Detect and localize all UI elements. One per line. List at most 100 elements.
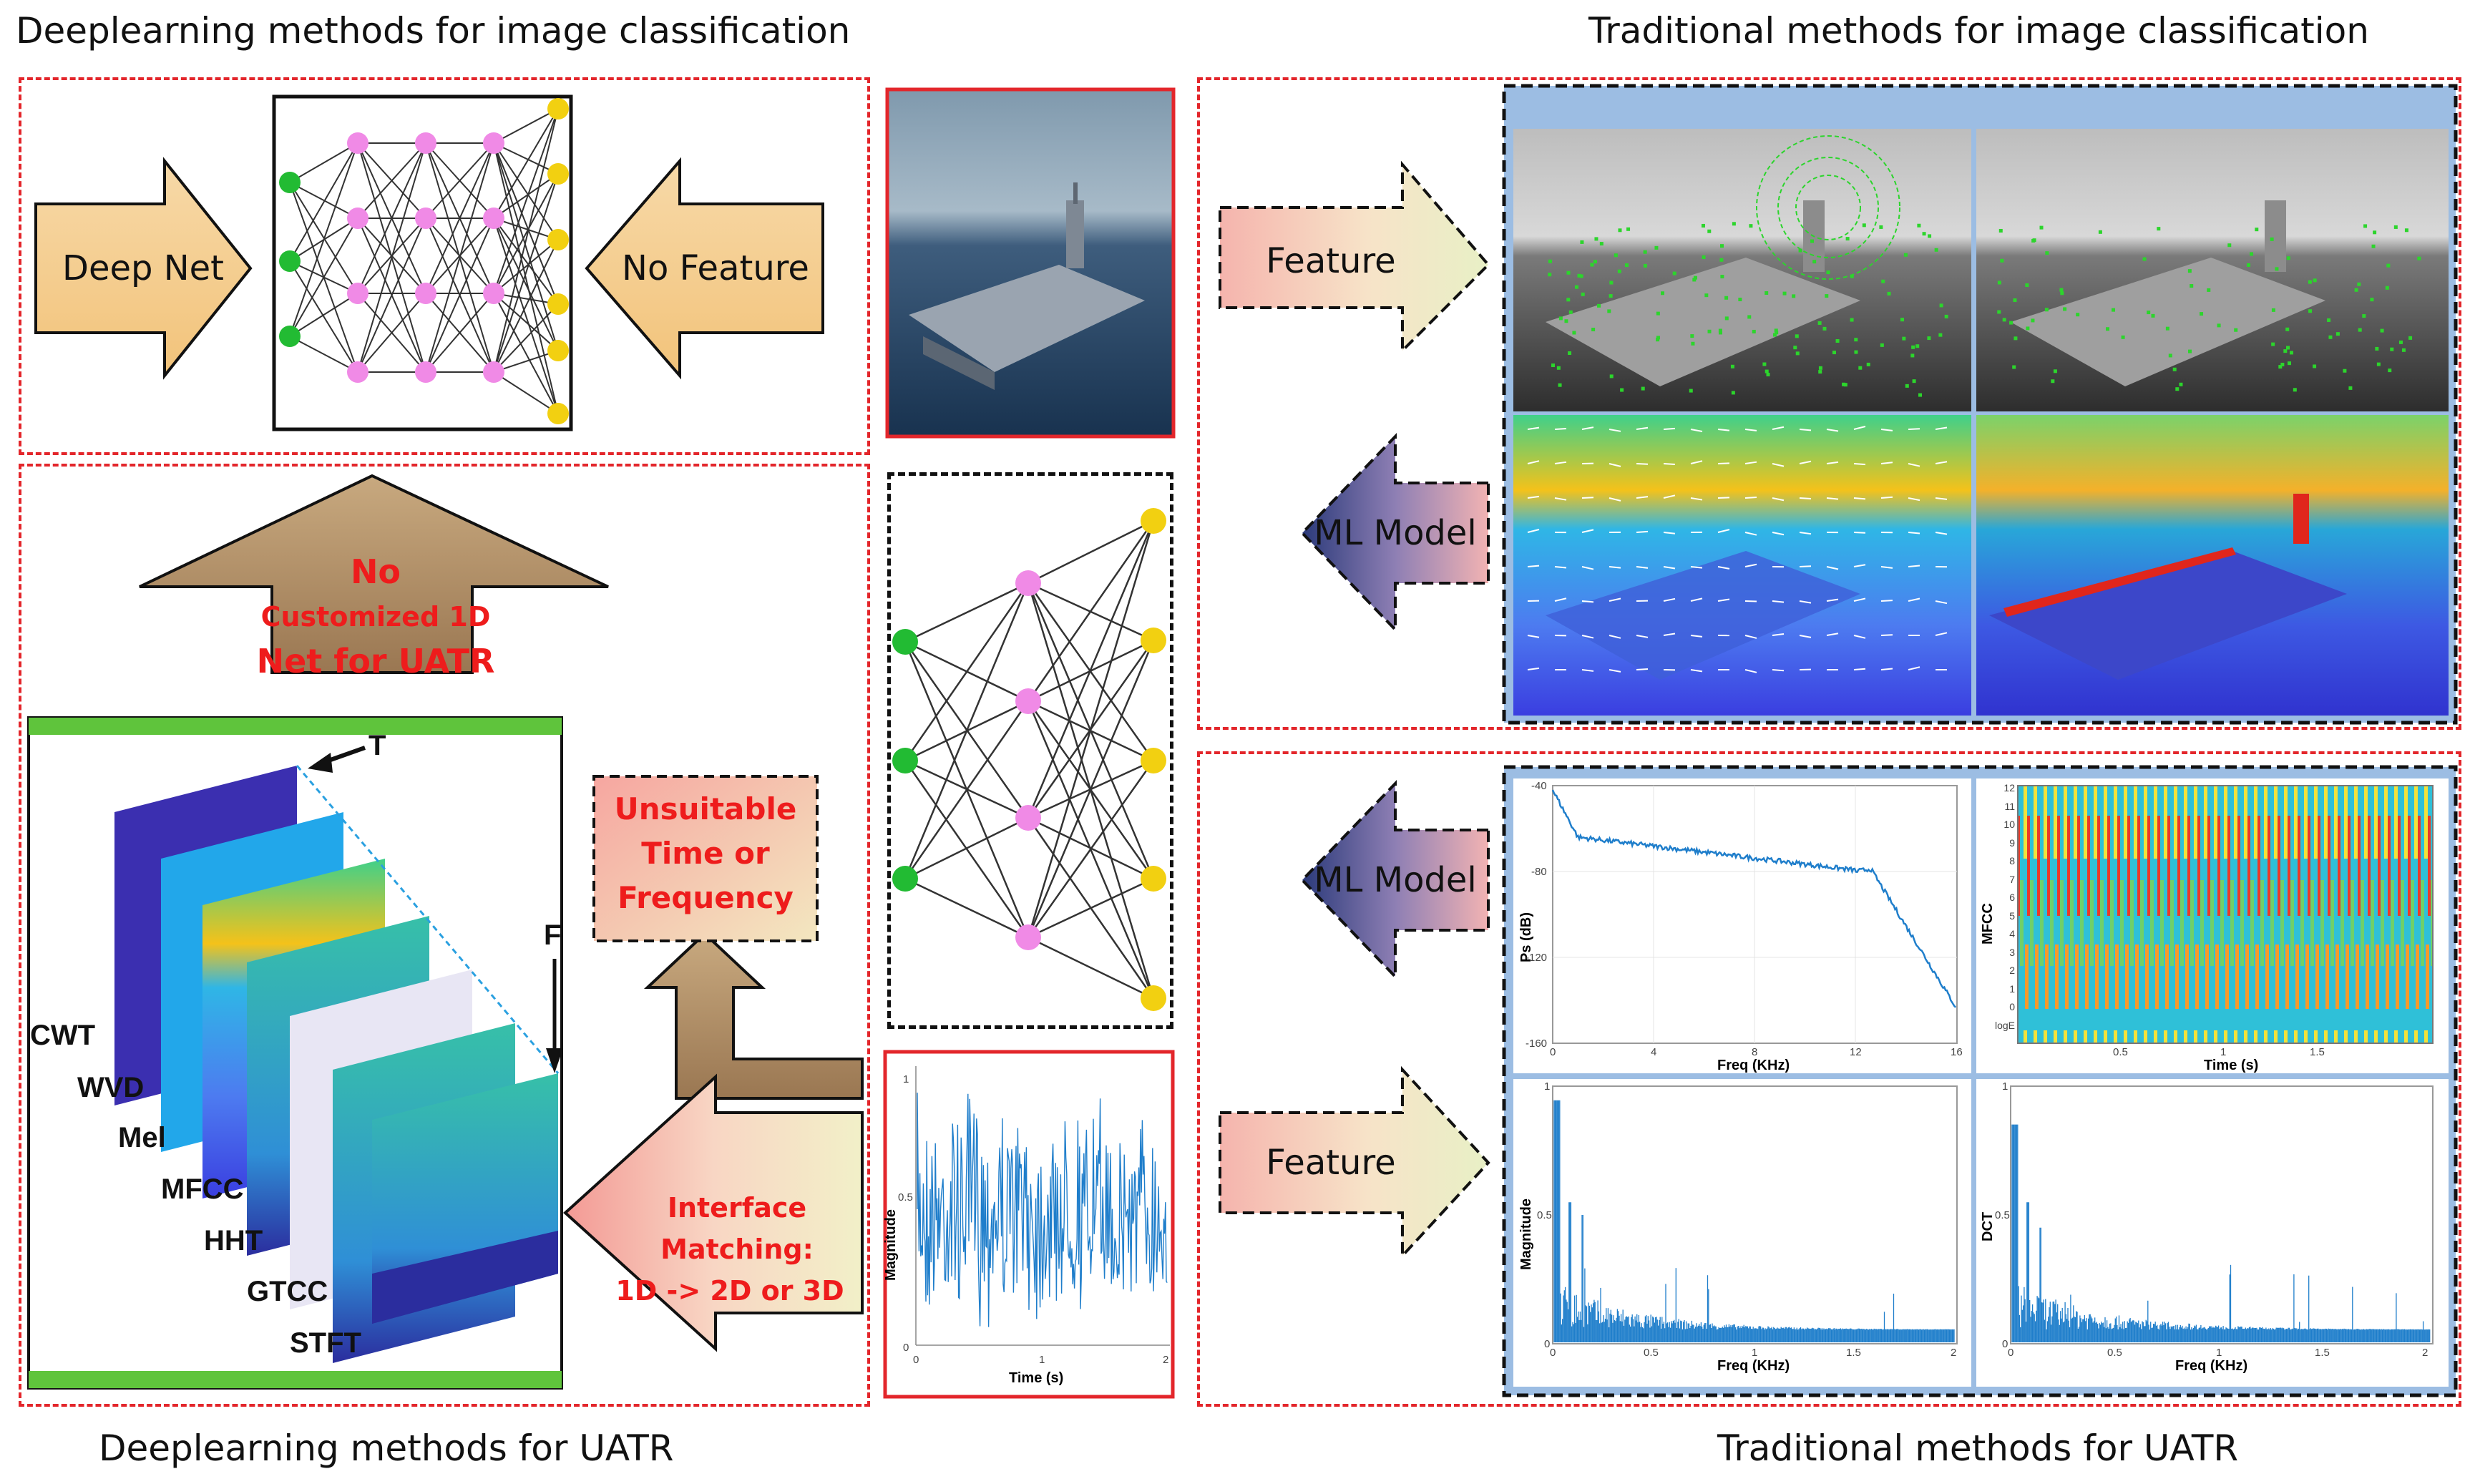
- hog-mark: [1663, 532, 1676, 534]
- hog-mark: [1690, 460, 1703, 464]
- keypoint-mark: [2313, 278, 2317, 283]
- net-node: [415, 361, 436, 383]
- keypoint-mark: [1718, 328, 1722, 333]
- keypoint-mark: [2009, 321, 2014, 325]
- hog-mark: [1935, 600, 1948, 605]
- stack-label-gtcc: GTCC: [247, 1276, 328, 1307]
- keypoint-mark: [1704, 293, 1709, 298]
- hog-mark: [1527, 565, 1540, 567]
- mfcc-ytick: 9: [2009, 836, 2015, 849]
- hog-mark: [1799, 635, 1812, 638]
- keypoint-mark: [1731, 391, 1735, 395]
- keypoint-mark: [1818, 370, 1822, 374]
- keypoint-mark: [2278, 365, 2283, 369]
- interface-line1: Interface: [667, 1191, 807, 1224]
- keypoint-mark: [1574, 285, 1578, 289]
- keypoint-mark: [2283, 349, 2288, 353]
- ps-xtick-3: 8: [1752, 1046, 1758, 1058]
- net-edge: [425, 293, 494, 373]
- keypoint-mark: [2187, 269, 2192, 273]
- mid-net-edges: [904, 519, 1155, 1000]
- net-node: [1141, 748, 1166, 773]
- net-edge: [357, 142, 426, 294]
- keypoint-mark: [1747, 315, 1752, 319]
- hog-mark: [1908, 532, 1920, 534]
- net-edge: [904, 582, 1030, 761]
- keypoint-mark: [2053, 369, 2057, 374]
- hog-mark: [1853, 532, 1866, 534]
- net-edge: [1028, 519, 1154, 585]
- mfcc-ytick: 1: [2009, 982, 2015, 995]
- keypoint-mark: [1818, 366, 1822, 370]
- keypoint-mark: [2348, 386, 2353, 390]
- keypoint-mark: [1661, 291, 1665, 296]
- keypoint-mark: [1609, 280, 1614, 285]
- keypoint-mark: [1850, 318, 1854, 322]
- stack-label-mel: Mel: [118, 1122, 166, 1153]
- keypoint-mark: [1548, 259, 1552, 263]
- keypoint-mark: [1881, 279, 1885, 283]
- hog-mark: [1609, 597, 1621, 602]
- net-edge: [904, 700, 1030, 879]
- net-edge: [289, 142, 358, 183]
- interface-line2: Matching:: [660, 1233, 814, 1265]
- ps-xtick-2: 4: [1651, 1046, 1657, 1058]
- net-node: [347, 132, 368, 154]
- net-edge: [289, 142, 358, 337]
- keypoint-mark: [1691, 341, 1695, 346]
- keypoint-mark: [2147, 311, 2151, 315]
- keypoint-mark: [1749, 224, 1753, 228]
- keypoint-mark: [2308, 309, 2313, 313]
- keypoint-mark: [1879, 225, 1883, 229]
- net-edge: [493, 293, 559, 414]
- keypoint-mark: [2370, 298, 2374, 302]
- net-edge: [1027, 760, 1155, 938]
- dct-xtick-1: 0: [2008, 1347, 2014, 1359]
- hog-mark: [1527, 460, 1540, 464]
- waveform-xtick-3: 2: [1163, 1354, 1169, 1366]
- hog-mark: [1799, 532, 1812, 535]
- keypoint-mark: [2063, 307, 2067, 311]
- net-node: [892, 629, 918, 655]
- keypoint-mark: [2404, 228, 2408, 233]
- keypoint-mark: [1693, 275, 1697, 280]
- hog-mark: [1880, 566, 1893, 569]
- keypoint-mark: [2025, 283, 2029, 288]
- hog-mark: [1554, 597, 1567, 602]
- mfcc-ytick: 10: [2003, 819, 2015, 830]
- keypoint-mark: [2013, 298, 2017, 302]
- no-customized-arrow: [139, 474, 609, 674]
- hog-mark: [1663, 494, 1676, 499]
- hog-mark: [1690, 669, 1703, 673]
- stack-label-mfcc: MFCC: [161, 1173, 244, 1205]
- hog-mark: [1935, 532, 1948, 535]
- waveform-ytick-2: 0.5: [898, 1191, 913, 1204]
- hog-mark: [1636, 566, 1649, 569]
- deep-net-label: Deep Net: [62, 248, 224, 288]
- keypoint-mark: [2207, 288, 2211, 292]
- mag-xlabel: Freq (KHz): [1717, 1358, 1790, 1374]
- ps-xtick-5: 16: [1951, 1046, 1963, 1058]
- keypoint-mark: [1793, 346, 1797, 350]
- keypoint-mark: [2165, 326, 2169, 331]
- keypoint-mark: [1707, 329, 1712, 333]
- keypoint-mark: [1724, 316, 1729, 321]
- keypoint-mark: [1843, 383, 1847, 387]
- keypoint-mark: [1568, 310, 1573, 314]
- no-feature-label: No Feature: [622, 248, 809, 288]
- keypoint-mark: [2112, 308, 2116, 312]
- hog-mark: [1908, 597, 1920, 602]
- keypoint-mark: [2408, 336, 2413, 340]
- net-edge: [493, 173, 559, 219]
- keypoint-mark: [1656, 338, 1660, 342]
- keypoint-mark: [2168, 353, 2172, 358]
- hog-mark: [1772, 463, 1785, 467]
- keypoint-mark: [1997, 310, 2001, 314]
- keypoint-mark: [2271, 308, 2275, 312]
- keypoint-mark: [2354, 288, 2358, 292]
- mfcc-ytick: 6: [2009, 892, 2015, 903]
- keypoint-mark: [1581, 292, 1585, 296]
- keypoint-mark: [2371, 244, 2376, 248]
- net-node: [279, 326, 301, 347]
- keypoint-mark: [1922, 232, 1926, 236]
